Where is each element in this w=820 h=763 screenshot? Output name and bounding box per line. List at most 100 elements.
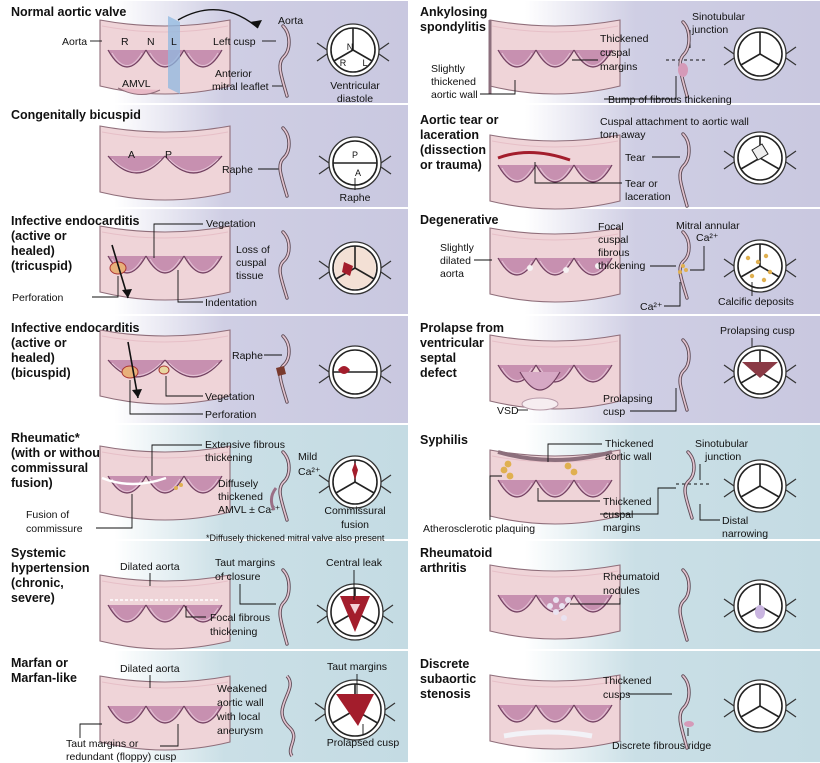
label: Mild	[298, 451, 317, 463]
label: Central leak	[326, 557, 383, 569]
panel-title: Degenerative	[420, 213, 499, 227]
lesion-dot	[756, 260, 760, 264]
label: tissue	[236, 270, 264, 282]
label: Distal	[722, 515, 748, 527]
label: Anterior	[215, 68, 252, 80]
label: Taut margins	[215, 557, 275, 569]
lesion-dot	[179, 483, 183, 487]
panel-title: (dissection	[420, 143, 486, 157]
label: Raphe	[222, 164, 253, 176]
footnote: *Diffusely thickened mitral valve also p…	[206, 533, 385, 543]
panel-title: (active or	[11, 229, 67, 243]
label: with local	[216, 711, 260, 723]
ridge-profile	[684, 721, 694, 727]
label: Dilated aorta	[120, 561, 180, 573]
panel-title: (tricuspid)	[11, 259, 72, 273]
label: N	[147, 36, 155, 48]
label: Thickened	[600, 33, 649, 45]
label: Perforation	[205, 409, 257, 421]
panel-title: (with or without	[11, 446, 105, 460]
label: Ca²⁺	[298, 466, 320, 478]
label: junction	[704, 451, 741, 463]
label: Weakened	[217, 683, 267, 695]
label: R	[121, 36, 129, 48]
label: Prolapsing	[603, 393, 653, 405]
lesion-dot	[561, 615, 567, 621]
panel-title: stenosis	[420, 687, 471, 701]
label: fibrous	[598, 247, 630, 259]
vegetation	[159, 366, 169, 374]
panel-title: (bicuspid)	[11, 366, 71, 380]
label: Dilated aorta	[120, 663, 180, 675]
label: cuspal	[598, 234, 628, 246]
panel-title: commissural	[11, 461, 88, 475]
label: Vegetation	[205, 391, 255, 403]
label: cusps	[603, 689, 630, 701]
label: aneurysm	[217, 725, 263, 737]
lesion-dot	[527, 265, 533, 271]
label: dilated	[440, 255, 471, 267]
panel-title: fusion)	[11, 476, 53, 490]
label: Vegetation	[206, 218, 256, 230]
label: Prolapsed cusp	[327, 737, 400, 749]
label: margins	[603, 522, 640, 534]
panel-title: healed)	[11, 244, 55, 258]
label: thickened	[218, 491, 263, 503]
label: cusp	[603, 406, 625, 418]
label: Left cusp	[213, 36, 256, 48]
label: aortic wall	[217, 697, 264, 709]
label: nodules	[603, 585, 640, 597]
panel-title: hypertension	[11, 561, 90, 575]
label: aortic wall	[431, 89, 478, 101]
label: commissure	[26, 523, 83, 535]
label: Extensive fibrous	[205, 439, 285, 451]
label: Taut margins or	[66, 738, 139, 750]
label: Indentation	[205, 297, 257, 309]
panel-title: Normal aortic valve	[11, 5, 126, 19]
label: Commissural	[324, 505, 385, 517]
label: Thickened	[603, 496, 652, 508]
label: Bump of fibrous thickening	[608, 94, 732, 106]
panel-title: Marfan or	[11, 656, 68, 670]
lesion-dot	[746, 256, 750, 260]
label: margins	[600, 61, 637, 73]
panel-title: (active or	[11, 336, 67, 350]
label: Tear or	[625, 178, 658, 190]
label: Cuspal attachment to aortic wall	[600, 116, 749, 128]
label: Slightly	[431, 63, 466, 75]
label: mitral leaflet	[212, 81, 269, 93]
panel-title: ventricular	[420, 336, 484, 350]
label: laceration	[625, 191, 671, 203]
label: Fusion of	[26, 509, 69, 521]
panel-title: laceration	[420, 128, 479, 142]
lesion-dot	[559, 603, 565, 609]
lesion-dot	[563, 267, 569, 273]
lesion-dot	[565, 463, 572, 470]
lesion-dot	[768, 270, 772, 274]
label: Tear	[625, 152, 646, 164]
panel-title: Infective endocarditis	[11, 214, 140, 228]
label: N	[347, 42, 354, 52]
lesion-dot	[681, 264, 685, 268]
nodule	[755, 605, 765, 619]
label: Aorta	[62, 36, 87, 48]
label: Focal	[598, 221, 624, 233]
lesion-dot	[571, 469, 578, 476]
lesion-dot	[678, 270, 682, 274]
panel-title: Congenitally bicuspid	[11, 108, 141, 122]
label: of closure	[215, 571, 261, 583]
label: Slightly	[440, 242, 475, 254]
label: Mitral annular	[676, 220, 740, 232]
label: Taut margins	[327, 661, 387, 673]
label: thickened	[431, 76, 476, 88]
label: L	[171, 36, 177, 48]
label: cuspal	[600, 47, 630, 59]
label: Raphe	[232, 350, 263, 362]
label: cuspal	[236, 257, 266, 269]
label: aortic wall	[605, 451, 652, 463]
label: Prolapsing cusp	[720, 325, 795, 337]
panel-title: arthritis	[420, 561, 467, 575]
label: narrowing	[722, 528, 768, 540]
label: Ventricular	[330, 80, 380, 92]
panel-title: healed)	[11, 351, 55, 365]
